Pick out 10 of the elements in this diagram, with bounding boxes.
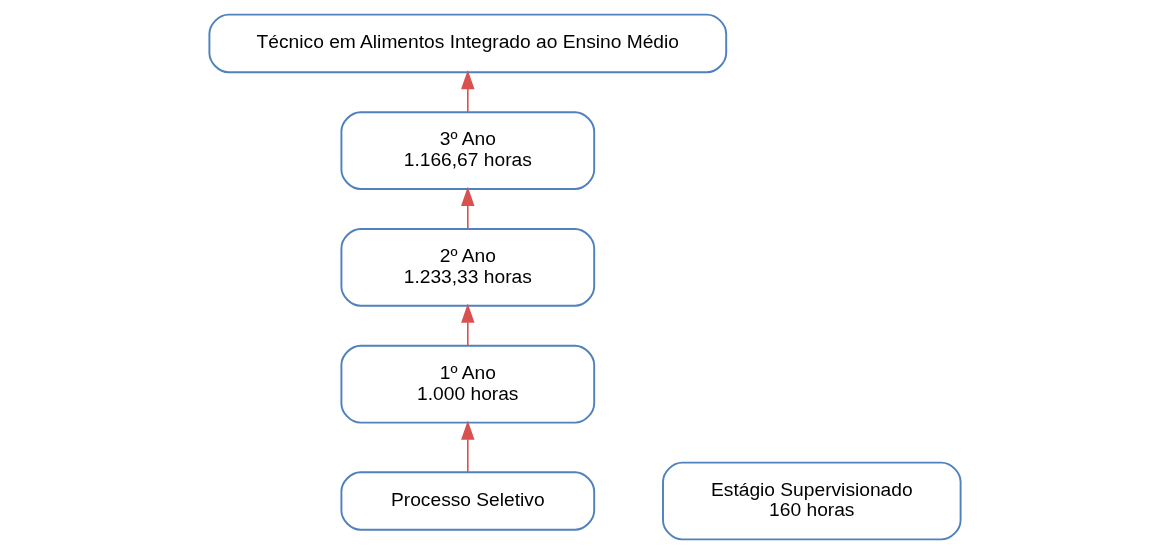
node-box: Processo Seletivo (340, 471, 596, 531)
arrow (461, 186, 475, 230)
node-box: 3º Ano 1.166,67 horas (340, 111, 596, 190)
node-box: Estágio Supervisionado 160 horas (662, 461, 962, 541)
node-box: Técnico em Alimentos Integrado ao Ensino Médio (208, 13, 728, 74)
node-box: 1º Ano 1.000 horas (340, 344, 596, 424)
arrow (461, 69, 475, 113)
arrow (461, 303, 475, 347)
arrow (461, 420, 475, 473)
node-box: 2º Ano 1.233,33 horas (340, 228, 596, 307)
